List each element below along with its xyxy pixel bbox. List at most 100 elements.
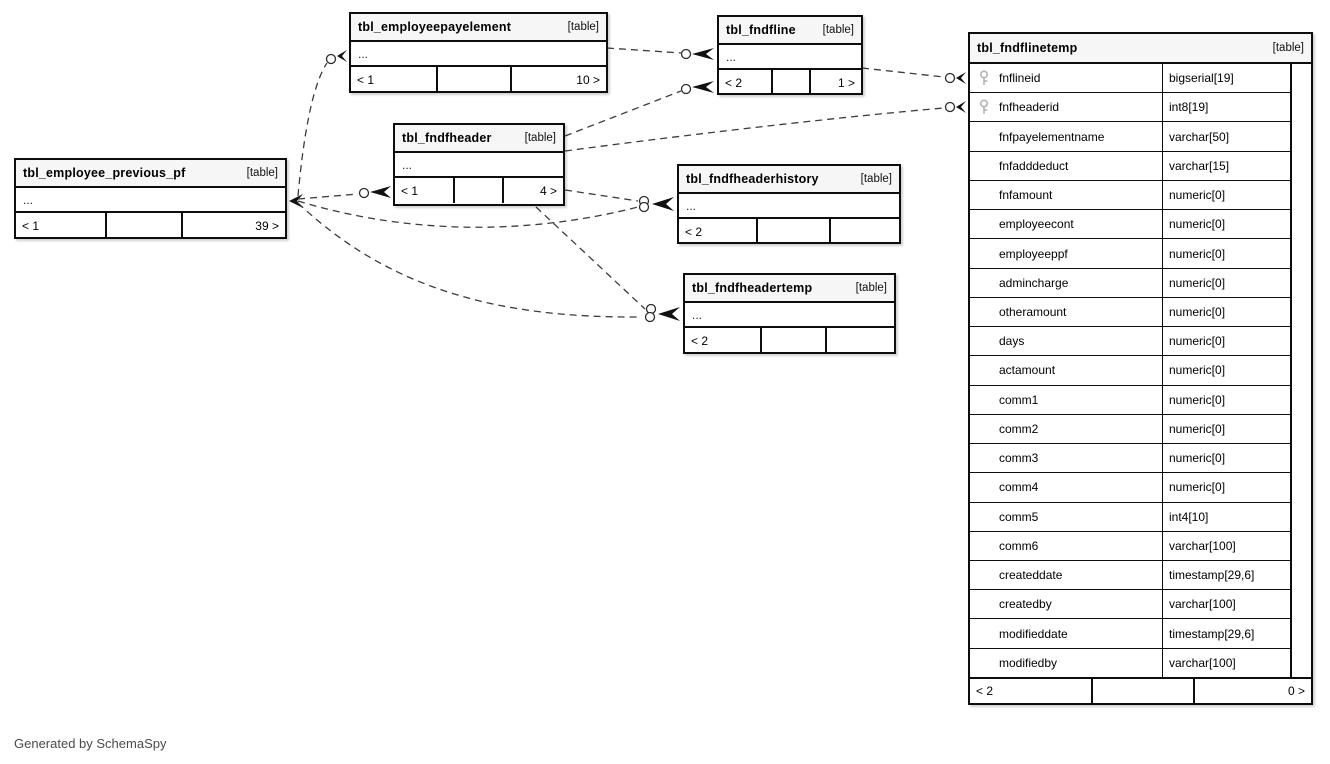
table-footer: < 2 0 >: [970, 677, 1311, 703]
column-row: days numeric[0]: [970, 327, 1290, 357]
column-type: numeric[0]: [1162, 327, 1290, 356]
table-type-tag: [table]: [246, 167, 278, 179]
relationship-edge: [297, 202, 641, 318]
table-type-tag: [table]: [524, 132, 556, 144]
column-type: numeric[0]: [1162, 180, 1290, 210]
cardinality-circle-icon: [644, 311, 656, 323]
cardinality-circle-icon: [680, 48, 692, 60]
table-footer: < 2 1 >: [719, 70, 861, 95]
primary-key-icon: [979, 70, 989, 86]
column-row: fnfpayelementname varchar[50]: [970, 122, 1290, 152]
column-name: fnfadddeduct: [999, 158, 1069, 173]
cardinality-circle-icon: [944, 101, 956, 113]
footer-left-count: < 1: [395, 178, 456, 203]
table-header[interactable]: tbl_employeepayelement [table]: [351, 14, 606, 42]
column-type: varchar[100]: [1162, 648, 1290, 677]
table-header[interactable]: tbl_fndfheader [table]: [395, 125, 563, 153]
table-type-tag: [table]: [860, 173, 892, 185]
table-header[interactable]: tbl_employee_previous_pf [table]: [16, 160, 285, 188]
table-header[interactable]: tbl_fndfline [table]: [719, 17, 861, 45]
column-row: comm1 numeric[0]: [970, 385, 1290, 415]
footer-right-count: 10 >: [576, 72, 600, 87]
table-footer: < 1 39 >: [16, 213, 285, 238]
collapsed-columns-indicator: ...: [16, 188, 285, 213]
table-tbl-fndfheaderhistory[interactable]: tbl_fndfheaderhistory [table] ... < 2: [677, 164, 901, 244]
column-type: timestamp[29,6]: [1162, 560, 1290, 590]
column-row: fnfamount numeric[0]: [970, 180, 1290, 211]
table-tbl-fndfline[interactable]: tbl_fndfline [table] ... < 2 1 >: [717, 15, 863, 95]
cardinality-circle-icon: [680, 83, 692, 95]
table-tbl-fndflinetemp[interactable]: tbl_fndflinetemp [table] fnflineid bigse…: [968, 32, 1313, 705]
column-name: comm1: [999, 392, 1039, 407]
column-row: otheramount numeric[0]: [970, 297, 1290, 328]
column-type: varchar[15]: [1162, 151, 1290, 180]
footer-right-count: 0 >: [1287, 684, 1305, 698]
collapsed-columns-indicator: ...: [719, 45, 861, 70]
table-name: tbl_fndfheader: [402, 131, 492, 145]
table-type-tag: [table]: [567, 21, 599, 33]
column-row: admincharge numeric[0]: [970, 268, 1290, 298]
footer-left-count: < 1: [16, 213, 108, 238]
column-row: comm3 numeric[0]: [970, 444, 1290, 474]
column-name: createdby: [999, 597, 1052, 612]
footer-mid: [762, 328, 828, 353]
footer-mid: [758, 219, 831, 244]
table-header[interactable]: tbl_fndfheadertemp [table]: [685, 275, 894, 303]
cardinality-circle-icon: [638, 201, 650, 213]
column-type: numeric[0]: [1162, 239, 1290, 268]
footer-mid: [107, 213, 183, 238]
column-name: comm2: [999, 421, 1039, 436]
table-header[interactable]: tbl_fndflinetemp [table]: [970, 34, 1311, 64]
column-row: employeecont numeric[0]: [970, 210, 1290, 240]
footer-right-count: 39 >: [255, 218, 279, 233]
column-type: numeric[0]: [1162, 385, 1290, 414]
column-name: employeeppf: [999, 246, 1068, 261]
table-name: tbl_fndflinetemp: [977, 41, 1078, 55]
crow-arrow-icon: [652, 197, 674, 211]
footer-left-count: < 2: [685, 328, 763, 353]
footer-right-count: [831, 219, 899, 244]
table-type-tag: [table]: [1272, 42, 1304, 54]
column-name: fnfamount: [999, 188, 1053, 203]
column-name: comm4: [999, 480, 1039, 495]
column-name: comm6: [999, 538, 1039, 553]
relationship-edge: [535, 206, 646, 310]
column-type: int8[19]: [1162, 93, 1290, 122]
column-row: fnfheaderid int8[19]: [970, 93, 1290, 123]
collapsed-columns-indicator: ...: [685, 303, 894, 328]
column-row: employeeppf numeric[0]: [970, 239, 1290, 269]
column-name: otheramount: [999, 304, 1067, 319]
footer-mid: [773, 70, 812, 95]
collapsed-columns-indicator: ...: [351, 42, 606, 67]
footer-mid: [455, 178, 505, 203]
column-type: numeric[0]: [1162, 297, 1290, 327]
table-name: tbl_employee_previous_pf: [23, 166, 186, 180]
cardinality-circle-icon: [944, 72, 956, 84]
column-name: comm5: [999, 509, 1039, 524]
column-type: int4[10]: [1162, 502, 1290, 531]
column-type: varchar[50]: [1162, 122, 1290, 151]
footer-right-count: 1 >: [837, 75, 855, 90]
table-tbl-fndfheader[interactable]: tbl_fndfheader [table] ... < 1 4 >: [393, 123, 565, 206]
column-list: fnflineid bigserial[19] fnfheaderid int8…: [970, 64, 1292, 677]
column-name: fnfheaderid: [999, 100, 1060, 115]
table-name: tbl_employeepayelement: [358, 20, 512, 34]
table-type-tag: [table]: [855, 282, 887, 294]
table-tbl-employee-previous-pf[interactable]: tbl_employee_previous_pf [table] ... < 1…: [14, 158, 287, 239]
column-type: numeric[0]: [1162, 444, 1290, 473]
table-tbl-employeepayelement[interactable]: tbl_employeepayelement [table] ... < 1 1…: [349, 12, 608, 93]
table-header[interactable]: tbl_fndfheaderhistory [table]: [679, 166, 899, 194]
collapsed-columns-indicator: ...: [395, 153, 563, 178]
primary-key-icon: [979, 99, 989, 115]
crow-arrow-icon: [370, 186, 391, 198]
column-row: modifieddate timestamp[29,6]: [970, 619, 1290, 649]
cardinality-circle-icon: [325, 53, 337, 65]
footer-left-count: < 2: [719, 70, 773, 95]
footer-left-count: < 2: [679, 219, 759, 244]
relationship-edge: [297, 62, 328, 197]
column-type: numeric[0]: [1162, 356, 1290, 385]
table-tbl-fndfheadertemp[interactable]: tbl_fndfheadertemp [table] ... < 2: [683, 273, 896, 354]
crow-arrow-icon: [658, 307, 680, 321]
footer-left-count: < 2: [970, 679, 1093, 703]
